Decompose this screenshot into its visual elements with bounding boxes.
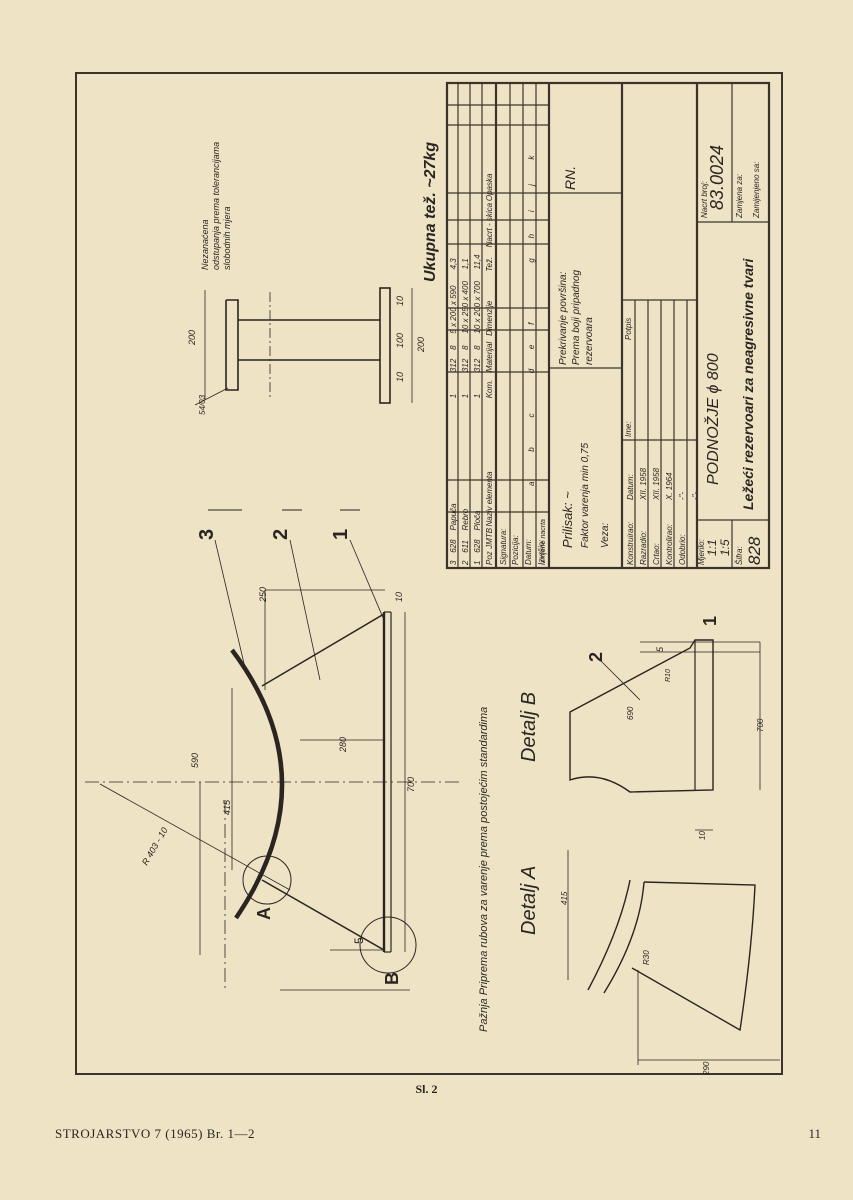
detail-a-view <box>567 850 780 1065</box>
nacrt-number: 83.0024 <box>707 144 727 210</box>
zamjenjeno-sa: Zamijenjeno sa: <box>752 161 761 218</box>
dates: Datum: XII. 1958 XII. 1958 X. 1964 -"- -… <box>626 467 700 500</box>
mjerilo-values: 1:1 1:5 <box>705 539 732 556</box>
dim-b690: 690 <box>626 706 635 720</box>
dim-b700: 700 <box>756 718 765 732</box>
label-detail-b: B <box>382 972 402 985</box>
dim-10b: 10 <box>395 371 405 382</box>
title-sub: Ležeći rezervoari za neagresivne tvari <box>740 258 756 510</box>
journal-footer: STROJARSTVO 7 (1965) Br. 1—2 <box>55 1126 255 1141</box>
figure-caption: Sl. 2 <box>415 1082 438 1096</box>
dim-200: 200 <box>187 329 197 345</box>
detail-b-heading: Detalj B <box>518 691 540 762</box>
dim-415: 415 <box>222 799 232 815</box>
dim-10a: 10 <box>395 295 405 306</box>
parts-header: Poz JMTB Naziv elementa Kom. Materijal D… <box>485 173 494 565</box>
sifra-label: Šifra: <box>735 546 744 565</box>
detail-b-view <box>569 639 761 831</box>
parts-row-2: 2 611 Rebro 1 312 8 10 x 250 x 400 1,1 <box>461 258 470 565</box>
parts-row-1: 1 628 Ploča 1 312 8 10 x 200 x 700 11,4 <box>473 254 482 565</box>
dim-5: 5 <box>352 937 366 944</box>
dim-200b: 200 <box>416 336 426 352</box>
label-2: 2 <box>270 528 292 540</box>
dim-a290: 290 <box>702 1061 711 1075</box>
column-letters: a b c d e f g h i j k <box>527 155 536 486</box>
title-main: PODNOŽJE ϕ 800 <box>705 353 722 485</box>
main-view <box>85 509 460 991</box>
total-weight: Ukupna tež. ~27kg <box>422 141 439 282</box>
title-block-grid <box>445 81 771 570</box>
prilisak: Prilisak: ~ <box>560 491 575 548</box>
dim-250: 250 <box>258 586 268 602</box>
dim-a415: 415 <box>560 891 569 905</box>
parts-row-3: 3 628 Papuča 1 312 8 5 x 200 x 590 4,3 <box>449 258 458 565</box>
sifra-value: 828 <box>745 536 764 565</box>
label-detail-a: A <box>254 907 274 920</box>
signature-labels: Signatura: <box>499 528 508 565</box>
faktor: Faktor varenja min 0,75 <box>580 442 591 548</box>
veza: Veza: <box>600 522 611 548</box>
zamjena-za: Zamjena za: <box>735 173 744 218</box>
detail-b-label-1: 1 <box>700 615 720 626</box>
roles: Konstruirao: Razradio: Crtao: Kontrolira… <box>626 521 687 565</box>
ime-header: Ime: <box>624 421 633 437</box>
dim-280: 280 <box>338 736 348 752</box>
section-view <box>194 287 413 406</box>
dim-590: 590 <box>190 752 200 768</box>
dim-a-r30: R30 <box>642 950 651 965</box>
dim-b5: 5 <box>655 646 665 652</box>
signature-label-datum: Datum: <box>524 539 533 565</box>
page-number: 11 <box>808 1126 821 1141</box>
dim-700: 700 <box>406 776 416 792</box>
welding-note: Pažnja Priprema rubova za varenje prema … <box>478 706 490 1032</box>
signature-label-pozicija: Pozicija: <box>511 535 520 565</box>
dim-b-r10: R10 <box>665 669 672 682</box>
izmjene-label: Izmjene nacrta <box>540 519 547 565</box>
dim-54: 54/03 <box>198 394 207 415</box>
tolerance-note: Nezanaćena odstupanja prema tolerancijam… <box>200 141 232 270</box>
rn-label: RN. <box>562 165 578 190</box>
dim-10c: 10 <box>394 591 404 602</box>
prekrivanje: Prekrivanje površina: Prema boji pripadn… <box>558 269 595 365</box>
dim-100: 100 <box>395 332 405 348</box>
drawing-frame <box>75 72 783 1075</box>
label-1: 1 <box>330 528 352 540</box>
saddle-plate <box>230 648 285 920</box>
label-3: 3 <box>196 528 218 540</box>
detail-b-label-2: 2 <box>586 651 606 662</box>
dim-b10: 10 <box>698 831 707 840</box>
detail-a-heading: Detalj A <box>518 865 540 935</box>
potpis-header: Potpis <box>624 317 633 340</box>
